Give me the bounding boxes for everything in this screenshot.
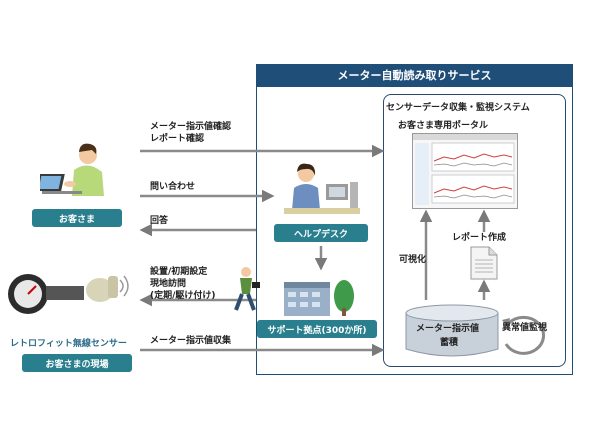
helpdesk-operator-icon xyxy=(284,163,360,214)
storage-label-2: 蓄積 xyxy=(440,338,459,348)
flow-visit-2: 現地訪問 xyxy=(150,279,187,289)
support-building-icon xyxy=(284,280,354,316)
portal-screen xyxy=(412,133,518,209)
service-title: メーター自動読み取りサービス xyxy=(256,64,573,86)
visualize-label: 可視化 xyxy=(399,255,427,265)
site-label: お客さまの現場 xyxy=(22,354,132,372)
flow-meter-check-2: レポート確認 xyxy=(150,134,205,144)
customer-label: お客さま xyxy=(32,209,122,227)
sensor-label: レトロフィット無線センサー xyxy=(10,339,127,349)
sensor-device-icon xyxy=(8,274,129,314)
flow-collect: メーター指示値収集 xyxy=(150,336,232,346)
storage-cylinder-icon xyxy=(405,304,499,357)
support-base-label: サポート拠点(300か所) xyxy=(257,320,377,338)
report-document-icon xyxy=(470,246,498,280)
storage-label-1: メーター指示値 xyxy=(416,324,480,334)
flow-meter-check-1: メーター指示値確認 xyxy=(150,122,232,132)
monitor-label: 異常値監視 xyxy=(502,323,548,333)
flow-visit-3: (定期/駆け付け) xyxy=(150,291,216,301)
flow-answer: 回答 xyxy=(150,216,169,226)
flow-visit-1: 設置/初期設定 xyxy=(150,267,208,277)
system-title: センサーデータ収集・監視システム xyxy=(386,103,530,113)
report-label: レポート作成 xyxy=(452,233,507,243)
monitor-loop-icon xyxy=(502,315,545,355)
technician-icon xyxy=(234,267,260,311)
portal-label: お客さま専用ポータル xyxy=(398,121,489,131)
flow-inquiry: 問い合わせ xyxy=(150,182,196,192)
helpdesk-label: ヘルプデスク xyxy=(274,224,368,242)
customer-person-icon xyxy=(40,143,104,196)
